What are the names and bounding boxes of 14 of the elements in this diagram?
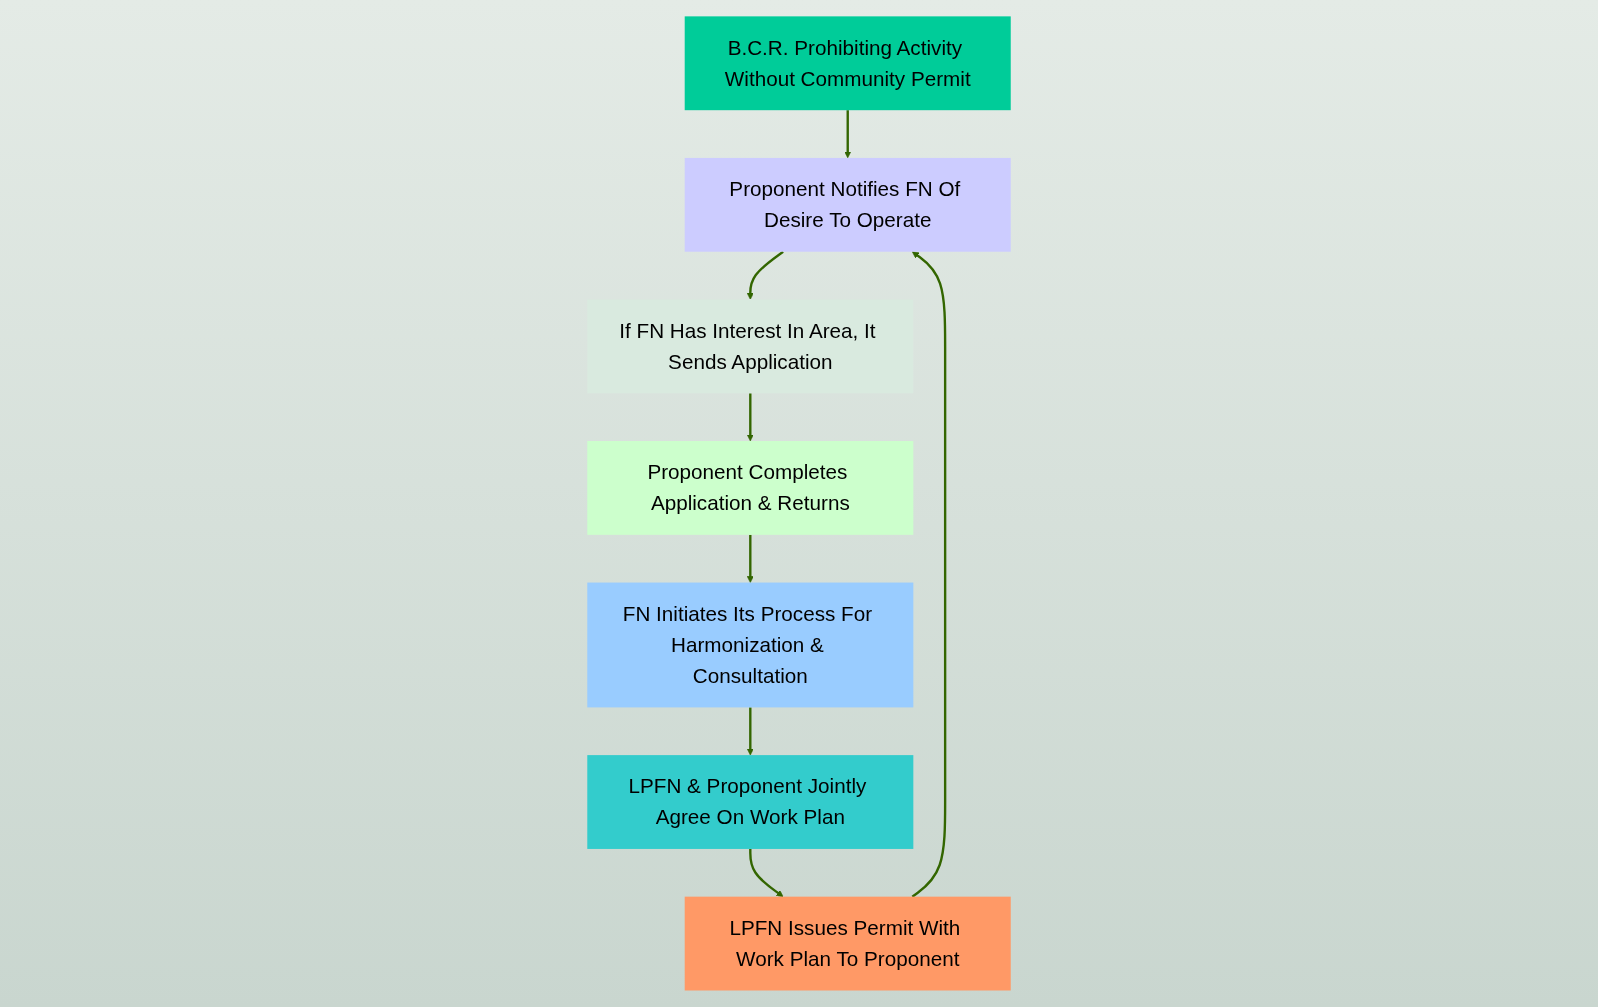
node-box: Proponent Completes Application & Returns <box>587 441 914 535</box>
node-box: LPFN & Proponent Jointly Agree On Work Plan <box>587 755 914 849</box>
arrow <box>749 849 784 898</box>
arrow <box>746 393 754 442</box>
arrow <box>746 707 754 756</box>
arrow <box>911 251 947 898</box>
arrow <box>746 534 754 583</box>
node-box: Proponent Notifies FN Of Desire To Operate <box>684 157 1011 252</box>
node-box: B.C.R. Prohibiting Activity Without Community Permit <box>684 16 1011 111</box>
node-box: LPFN Issues Permit With Work Plan To Proponent <box>684 896 1011 991</box>
node-box: FN Initiates Its Process For Harmonization & Consultation <box>587 582 914 708</box>
arrow <box>844 110 852 159</box>
node-box: If FN Has Interest In Area, It Sends Application <box>587 299 914 394</box>
arrow <box>746 250 784 300</box>
